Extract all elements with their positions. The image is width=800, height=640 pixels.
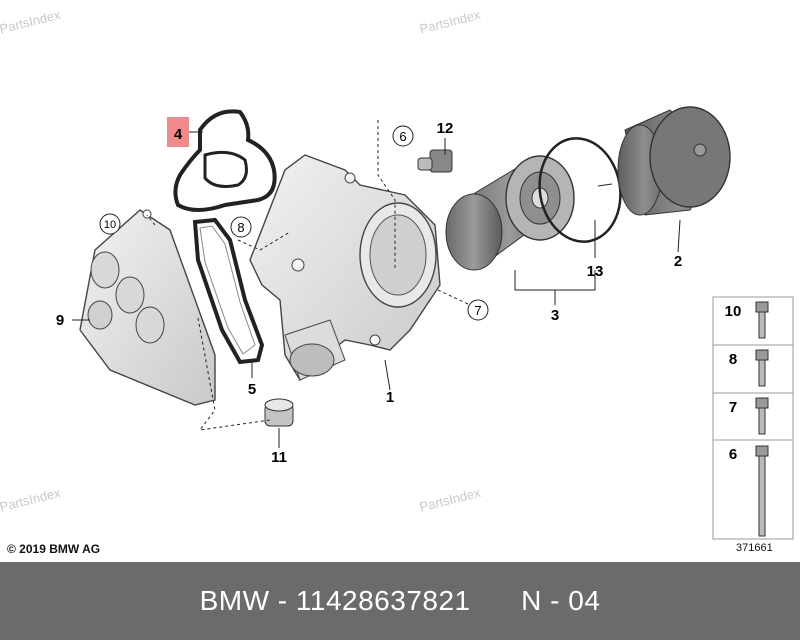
callout-10-circle	[99, 213, 121, 235]
legend-label-8: 8	[729, 351, 737, 368]
callout-13[interactable]: 13	[587, 263, 604, 280]
callout-4-highlight	[167, 117, 189, 147]
callout-8-circle	[230, 216, 252, 238]
callout-4[interactable]: 4	[174, 126, 183, 143]
filter-element-part-3	[445, 155, 575, 271]
footer-part-number: 11428637821	[295, 585, 471, 616]
callout-6[interactable]: 6	[399, 129, 406, 144]
copyright-notice: © 2019 BMW AG	[7, 542, 101, 556]
footer-caption: BMW - 11428637821 N - 04	[199, 585, 601, 616]
callout-7[interactable]: 7	[474, 303, 481, 318]
dash-leaders	[146, 120, 471, 431]
filter-housing-part-1	[249, 154, 441, 382]
callout-7-circle	[467, 299, 489, 321]
callout-10[interactable]: 10	[104, 219, 116, 231]
bushing-part-11	[264, 398, 294, 427]
sensor-part-12	[417, 149, 453, 173]
exploded-view: 4 6 10 8 7 12 9 5 1 11 3 13 2 10 8 7 6	[56, 106, 794, 540]
footer-page: N - 04	[521, 585, 601, 616]
gasket-part-5	[192, 217, 265, 365]
bolt-legend-panel	[712, 296, 794, 540]
callout-9[interactable]: 9	[56, 312, 64, 329]
diagram-reference-number: 371661	[736, 542, 773, 554]
callout-6-circle	[392, 125, 414, 147]
callout-1[interactable]: 1	[386, 389, 394, 406]
leaders	[72, 131, 681, 448]
filter-cap-part-2	[617, 106, 731, 216]
legend-label-10: 10	[725, 303, 742, 320]
callout-2[interactable]: 2	[674, 253, 682, 270]
callout-11[interactable]: 11	[271, 449, 287, 466]
footer-brand: BMW	[199, 585, 270, 616]
legend-label-6: 6	[729, 446, 737, 463]
callout-12[interactable]: 12	[437, 120, 454, 137]
valve-plate-part-9	[79, 209, 216, 406]
callout-3[interactable]: 3	[551, 307, 559, 324]
callout-8[interactable]: 8	[237, 220, 244, 235]
footer-bar	[0, 562, 800, 640]
legend-label-7: 7	[729, 399, 737, 416]
callout-5[interactable]: 5	[248, 381, 256, 398]
gasket-part-4	[173, 109, 277, 212]
